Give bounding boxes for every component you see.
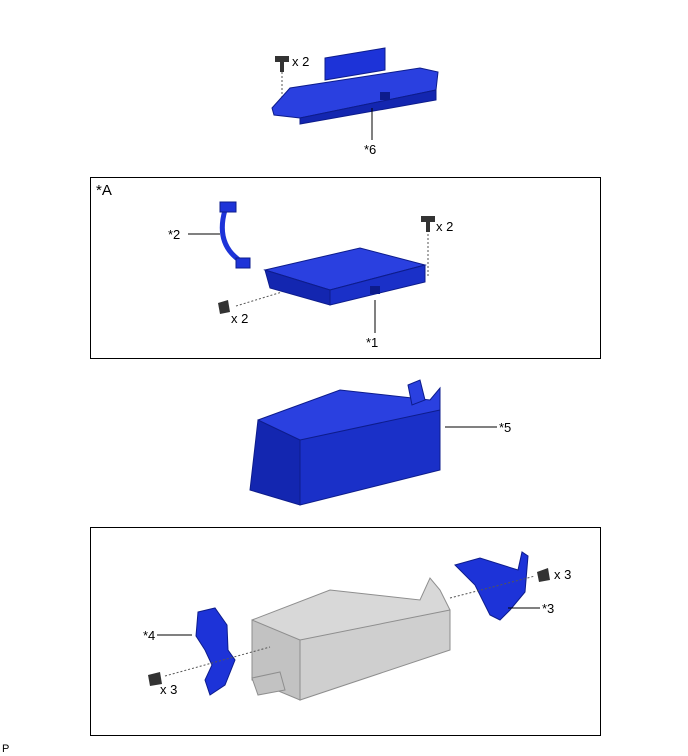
radio-assembly-gray [251, 577, 451, 701]
part-2-cable [188, 201, 251, 269]
part-3-label: *3 [542, 601, 555, 616]
part-1-module [218, 216, 435, 333]
group-a-title: *A [96, 182, 112, 199]
left-screw-qty: x 2 [231, 311, 249, 326]
screw-icon [148, 672, 162, 686]
part-5-label: *5 [499, 420, 512, 435]
part-6-bracket [271, 47, 439, 140]
figure-code: P [2, 743, 10, 755]
right-screw-qty: x 2 [436, 219, 454, 234]
part-4-label: *4 [143, 628, 156, 643]
part-3-bracket [449, 551, 550, 621]
part-1-label: *1 [366, 335, 379, 350]
bracket-right-screw-qty: x 3 [554, 567, 572, 582]
screw-icon [537, 568, 550, 582]
part-4-bracket [148, 607, 271, 696]
part-2-label: *2 [168, 227, 181, 242]
screw-icon [275, 56, 289, 72]
screw-icon [218, 300, 230, 314]
top-screw-qty: x 2 [292, 54, 310, 69]
part-6-label: *6 [364, 142, 377, 157]
part-5-assembly [249, 379, 497, 506]
group-a-frame [90, 177, 601, 359]
bracket-left-screw-qty: x 3 [160, 682, 178, 697]
screw-icon [421, 216, 435, 232]
bracket-group-frame [90, 527, 601, 736]
